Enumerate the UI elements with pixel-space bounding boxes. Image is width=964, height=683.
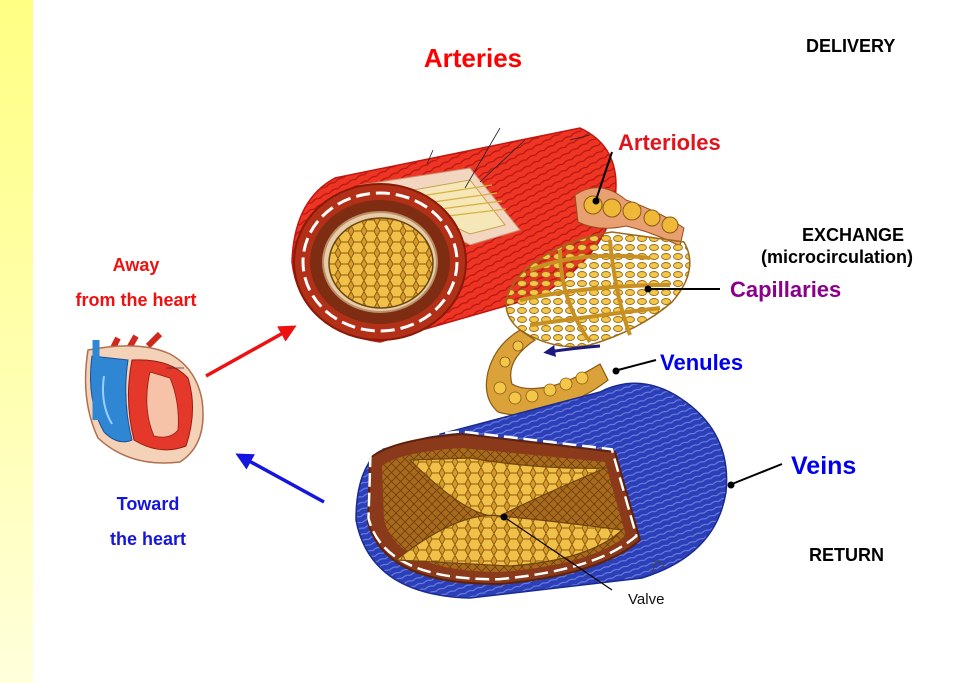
delivery-label: DELIVERY [806, 36, 896, 56]
vein-illustration [355, 382, 728, 599]
capillaries-pointer [644, 285, 720, 293]
away-label-line1: Away [112, 255, 160, 275]
venules-pointer [612, 359, 657, 375]
venules-label: Venules [660, 350, 744, 375]
microcirculation-label: (microcirculation) [761, 247, 914, 267]
heart-illustration [84, 331, 204, 464]
away-label-line2: from the heart [75, 290, 197, 310]
left-accent-bar [0, 0, 33, 683]
capillaries-label: Capillaries [730, 277, 842, 302]
away-arrow [205, 325, 297, 378]
veins-pointer [727, 463, 783, 489]
arterioles-pointer [592, 151, 613, 205]
arterioles-label: Arterioles [618, 130, 721, 155]
toward-label-line1: Toward [116, 494, 180, 514]
valve-label: Valve [628, 591, 665, 608]
toward-arrow [235, 453, 325, 504]
toward-label-line2: the heart [109, 529, 187, 549]
arteries-label: Arteries [423, 43, 523, 73]
veins-label: Veins [791, 452, 857, 480]
exchange-label: EXCHANGE [802, 225, 905, 245]
return-label: RETURN [809, 545, 884, 565]
capillary-network-illustration [485, 231, 691, 416]
